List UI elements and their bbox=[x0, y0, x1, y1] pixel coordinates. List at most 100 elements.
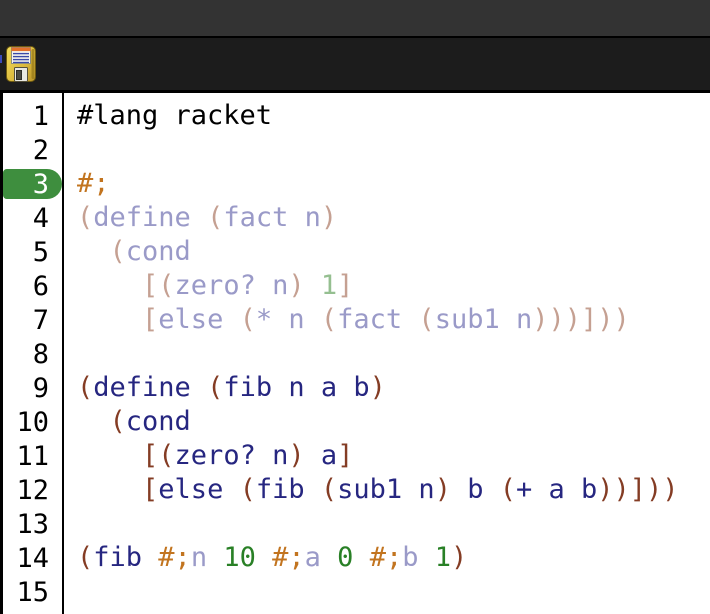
code-token bbox=[418, 542, 434, 573]
line-number: 13 bbox=[16, 508, 49, 540]
code-token bbox=[321, 542, 337, 573]
code-token: fib bbox=[255, 474, 321, 505]
line-number: 14 bbox=[16, 542, 49, 574]
line-number: 8 bbox=[32, 338, 49, 370]
code-token: ( bbox=[320, 474, 338, 505]
code-token: zero? n bbox=[174, 440, 289, 471]
code-token: ))])) bbox=[597, 474, 679, 505]
line-number: 5 bbox=[32, 236, 49, 268]
code-token: zero? n bbox=[174, 270, 289, 301]
code-token: a bbox=[304, 542, 321, 573]
code-token: #; bbox=[77, 168, 110, 199]
code-token bbox=[305, 270, 321, 301]
code-line[interactable] bbox=[77, 133, 710, 167]
code-token: define bbox=[93, 202, 208, 233]
code-token: a bbox=[320, 440, 338, 471]
code-line[interactable]: (define (fact n) bbox=[77, 201, 710, 235]
code-line[interactable]: (define (fib n a b) bbox=[77, 371, 710, 405]
code-token: else bbox=[158, 474, 240, 505]
code-token: ( bbox=[320, 304, 338, 335]
code-token: fact bbox=[337, 304, 419, 335]
code-token bbox=[77, 474, 142, 505]
code-token: ( bbox=[239, 474, 256, 505]
code-token: ( bbox=[239, 304, 256, 335]
window-titlebar bbox=[0, 0, 710, 36]
code-line[interactable]: (cond bbox=[77, 405, 710, 439]
code-token: ) bbox=[434, 474, 451, 505]
code-line[interactable]: #lang racket bbox=[77, 99, 710, 133]
code-token: ] bbox=[337, 270, 354, 301]
code-token: 0 bbox=[337, 542, 354, 573]
code-token: ( bbox=[109, 236, 126, 267]
code-token: 1 bbox=[434, 542, 452, 573]
code-token: + a b bbox=[516, 474, 598, 505]
code-line[interactable]: #; bbox=[77, 167, 710, 201]
code-token bbox=[77, 270, 142, 301]
code-line[interactable] bbox=[77, 337, 710, 371]
code-token: ( bbox=[207, 372, 224, 403]
line-number: 7 bbox=[32, 304, 49, 336]
code-token: fib bbox=[93, 542, 159, 573]
line-number: 1 bbox=[32, 100, 49, 132]
code-token: ) bbox=[320, 202, 338, 233]
line-number: 11 bbox=[16, 440, 49, 472]
code-token: else bbox=[158, 304, 240, 335]
focus-indicator-fragment bbox=[0, 55, 2, 63]
code-token bbox=[353, 542, 369, 573]
save-button[interactable] bbox=[5, 45, 37, 83]
floppy-disk-icon bbox=[6, 46, 36, 82]
code-token: ( bbox=[77, 372, 94, 403]
code-token: )))])) bbox=[532, 304, 630, 335]
code-token: fib n a b bbox=[223, 372, 370, 403]
code-token: [( bbox=[142, 440, 175, 471]
line-number: 15 bbox=[16, 576, 49, 608]
code-token: sub1 n bbox=[337, 474, 435, 505]
line-number: 10 bbox=[16, 406, 49, 438]
line-number: 2 bbox=[32, 134, 49, 166]
code-token: [ bbox=[142, 474, 159, 505]
code-token bbox=[305, 440, 321, 471]
code-token: ( bbox=[77, 542, 94, 573]
code-line[interactable]: [else (fib (sub1 n) b (+ a b))])) bbox=[77, 473, 710, 507]
code-token bbox=[77, 304, 142, 335]
code-token: #; bbox=[369, 542, 403, 573]
code-token: #; bbox=[272, 542, 305, 573]
code-line[interactable] bbox=[77, 575, 710, 609]
code-token bbox=[77, 440, 142, 471]
line-number: 12 bbox=[16, 474, 49, 506]
code-token bbox=[77, 236, 110, 267]
line-number: 9 bbox=[32, 372, 49, 404]
code-token: ( bbox=[499, 474, 516, 505]
code-line[interactable]: (cond bbox=[77, 235, 710, 269]
code-token: ) bbox=[451, 542, 468, 573]
code-token: * n bbox=[255, 304, 321, 335]
code-token: b bbox=[402, 542, 419, 573]
code-token bbox=[256, 542, 272, 573]
code-token: [( bbox=[142, 270, 175, 301]
code-token: b bbox=[450, 474, 500, 505]
toolbar bbox=[0, 36, 710, 93]
code-line[interactable]: [else (* n (fact (sub1 n)))])) bbox=[77, 303, 710, 337]
code-token: ( bbox=[77, 202, 94, 233]
code-token: 1 bbox=[320, 270, 338, 301]
code-line[interactable] bbox=[77, 507, 710, 541]
line-number: 6 bbox=[32, 270, 49, 302]
code-token: ( bbox=[207, 202, 224, 233]
code-line[interactable]: [(zero? n) 1] bbox=[77, 269, 710, 303]
code-line[interactable]: (fib #;n 10 #;a 0 #;b 1) bbox=[77, 541, 710, 575]
active-line-number: 3 bbox=[3, 167, 62, 201]
code-pane[interactable]: #lang racket#;(define (fact n) (cond [(z… bbox=[64, 93, 710, 614]
code-token: ) bbox=[288, 270, 305, 301]
code-token: sub1 n bbox=[434, 304, 533, 335]
code-token: #; bbox=[158, 542, 191, 573]
code-token bbox=[207, 542, 223, 573]
code-line[interactable]: [(zero? n) a] bbox=[77, 439, 710, 473]
line-number: 4 bbox=[32, 202, 49, 234]
code-token: cond bbox=[125, 236, 191, 267]
code-token: ] bbox=[337, 440, 354, 471]
code-token: ( bbox=[418, 304, 435, 335]
code-token: ( bbox=[109, 406, 126, 437]
code-token: ) bbox=[369, 372, 386, 403]
